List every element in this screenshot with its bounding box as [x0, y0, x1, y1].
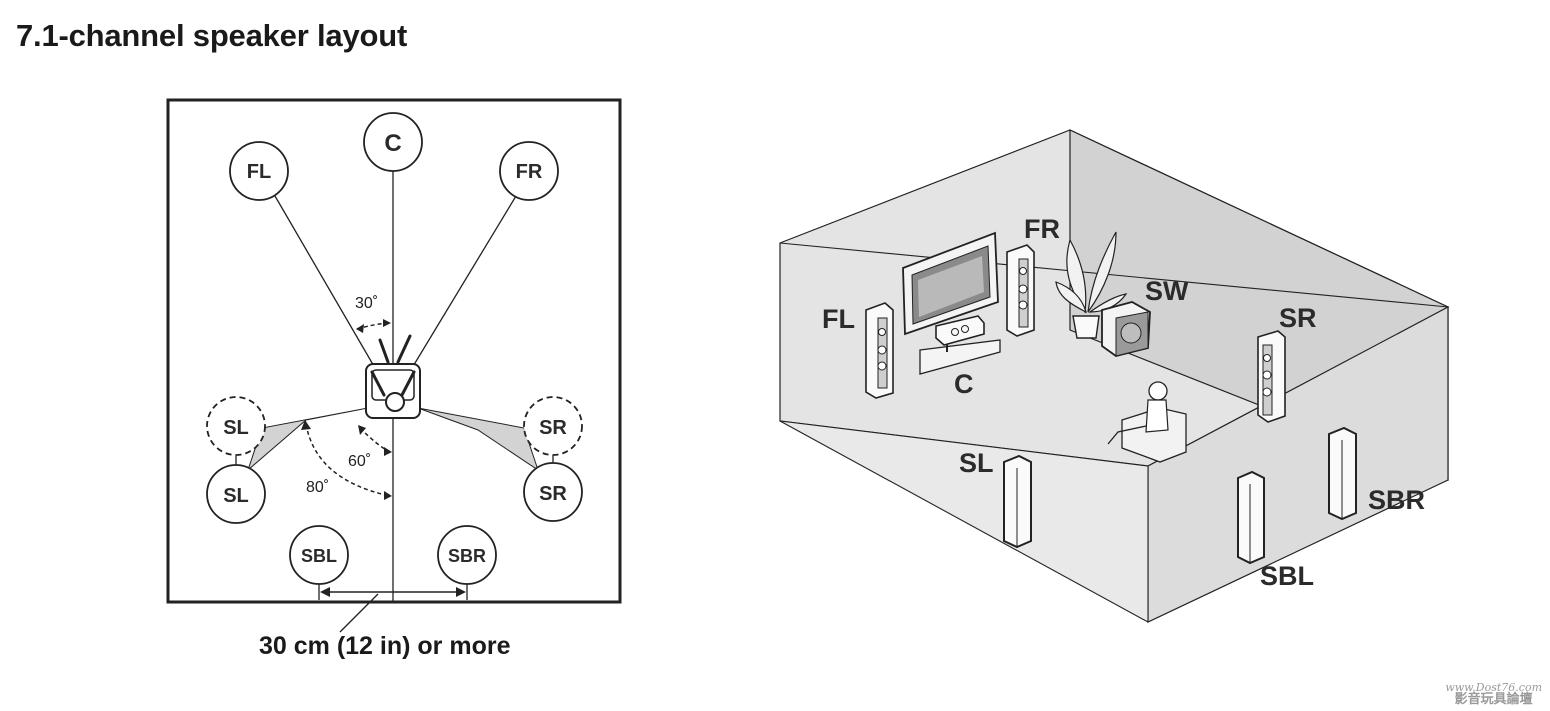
speaker-fr: FR	[499, 141, 559, 201]
speaker-sr: SR	[523, 462, 583, 522]
room-label-c: C	[954, 369, 974, 399]
speaker-fl: FL	[229, 141, 289, 201]
fl-speaker-icon	[865, 302, 894, 399]
angle-label-60: 60˚	[348, 453, 371, 470]
room-label-sbr: SBR	[1368, 485, 1425, 515]
overhead-speaker-plan: 30˚ 60˚ 80˚ C FL FR SL SR SL SR SBL	[166, 98, 622, 633]
page-title: 7.1-channel speaker layout	[16, 18, 408, 53]
speaker-label-c: C	[384, 130, 401, 157]
arrowhead	[320, 587, 330, 597]
angle-label-80: 80˚	[306, 479, 329, 496]
room-label-sl: SL	[959, 448, 994, 478]
speaker-label-sr-alt: SR	[539, 417, 567, 439]
speaker-label-sbr: SBR	[448, 546, 486, 566]
subwoofer-icon	[1101, 301, 1151, 357]
plan-frame	[166, 98, 622, 604]
room-edge	[779, 242, 1449, 308]
arrowhead	[356, 324, 364, 333]
speaker-label-sl: SL	[223, 485, 249, 507]
arrowhead	[358, 425, 366, 435]
angle-label-30: 30˚	[355, 295, 378, 312]
room-edge	[779, 420, 1149, 623]
watermark-text: 影音玩具論壇	[1454, 692, 1533, 708]
speaker-label-sr: SR	[539, 483, 567, 505]
listener-chair-icon	[1107, 381, 1187, 463]
tv-icon	[902, 231, 1001, 375]
sl-speaker-icon	[1003, 454, 1032, 549]
speaker-sr-alternate: SR	[523, 396, 583, 456]
speaker-label-fl: FL	[247, 161, 271, 183]
fr-speaker-icon	[1006, 244, 1035, 337]
speaker-sl-alternate: SL	[206, 396, 266, 456]
plant-icon	[1055, 231, 1128, 339]
sbr-speaker-icon	[1328, 426, 1357, 521]
speaker-label-fr: FR	[516, 161, 543, 183]
room-label-fl: FL	[822, 304, 855, 334]
speaker-sbl: SBL	[289, 525, 349, 585]
fr-line	[411, 195, 517, 369]
listener-seat-icon	[365, 334, 421, 419]
arrowhead	[384, 491, 392, 500]
room-label-sw: SW	[1145, 276, 1189, 306]
arrowhead	[301, 420, 311, 430]
sr-speaker-icon	[1257, 330, 1286, 423]
watermark-url: www.Dost76.com	[1445, 680, 1542, 694]
speaker-sl: SL	[206, 464, 266, 524]
room-label-fr: FR	[1024, 214, 1060, 244]
center-speaker-icon	[935, 315, 985, 346]
arrowhead	[384, 447, 392, 456]
watermark: www.Dost76.com 影音玩具論壇	[1445, 682, 1542, 707]
speaker-label-sl-alt: SL	[223, 417, 249, 439]
arrowhead	[456, 587, 466, 597]
sbl-speaker-icon	[1237, 470, 1265, 565]
arrowhead	[383, 319, 391, 327]
spacing-note: 30 cm (12 in) or more	[259, 632, 511, 660]
room-edge	[779, 420, 1149, 467]
speaker-sbr: SBR	[437, 525, 497, 585]
room-label-sbl: SBL	[1260, 561, 1314, 591]
speaker-label-sbl: SBL	[301, 546, 337, 566]
room-label-sr: SR	[1279, 303, 1317, 333]
spacing-leader-line	[339, 593, 379, 633]
fl-line	[274, 195, 376, 369]
speaker-c: C	[363, 112, 423, 172]
